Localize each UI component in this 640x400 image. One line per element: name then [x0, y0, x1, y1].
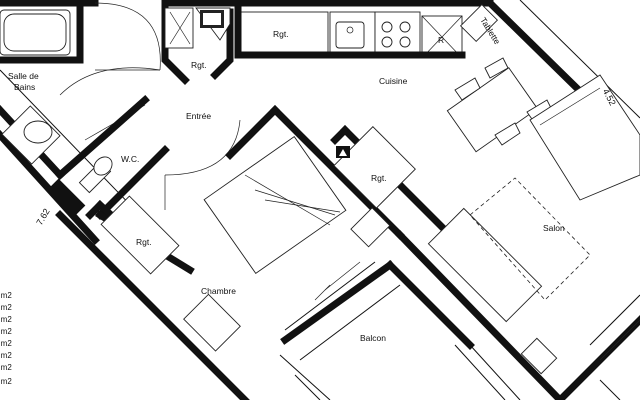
- dining-table: [446, 57, 553, 153]
- area-1: 0 m2: [0, 291, 12, 300]
- bedroom: [95, 135, 391, 352]
- label-wc: W.C.: [121, 154, 139, 164]
- storage-top: [161, 0, 234, 85]
- label-chambre: Chambre: [201, 286, 236, 296]
- label-fridge: R: [438, 35, 444, 45]
- label-rgt-counter: Rgt.: [273, 29, 289, 39]
- room-labels: Salle de Bains Rgt. Rgt. Entrée W.C. Cui…: [8, 15, 565, 343]
- area-4: 0 m2: [0, 327, 12, 336]
- area-3: 0 m2: [0, 315, 12, 324]
- dim-left: 7.62: [34, 207, 51, 227]
- area-5: 0 m2: [0, 339, 12, 348]
- kitchen-counter: [234, 0, 499, 59]
- area-8: 0 m2: [0, 377, 12, 386]
- bathroom: [0, 6, 84, 165]
- area-6: 0 m2: [0, 351, 12, 360]
- label-rgt-kitchen: Rgt.: [371, 173, 387, 183]
- label-salle-de-bains-1: Salle de: [8, 71, 39, 81]
- right-window: [520, 294, 640, 400]
- wc: [48, 95, 170, 220]
- area-7: 0 m2: [0, 363, 12, 372]
- area-list: 0 m2 0 m2 0 m2 0 m2 0 m2 0 m2 0 m2 0 m2: [0, 291, 12, 386]
- label-salle-de-bains-2: Bains: [14, 82, 35, 92]
- area-2: 0 m2: [0, 303, 12, 312]
- label-rgt-chambre: Rgt.: [136, 237, 152, 247]
- label-salon: Salon: [543, 223, 565, 233]
- sofa-salon: [427, 74, 640, 323]
- label-entree: Entrée: [186, 111, 211, 121]
- label-balcon: Balcon: [360, 333, 386, 343]
- balcony: [279, 260, 521, 400]
- label-rgt-top: Rgt.: [191, 60, 207, 70]
- partitions: [225, 105, 416, 209]
- label-cuisine: Cuisine: [379, 76, 408, 86]
